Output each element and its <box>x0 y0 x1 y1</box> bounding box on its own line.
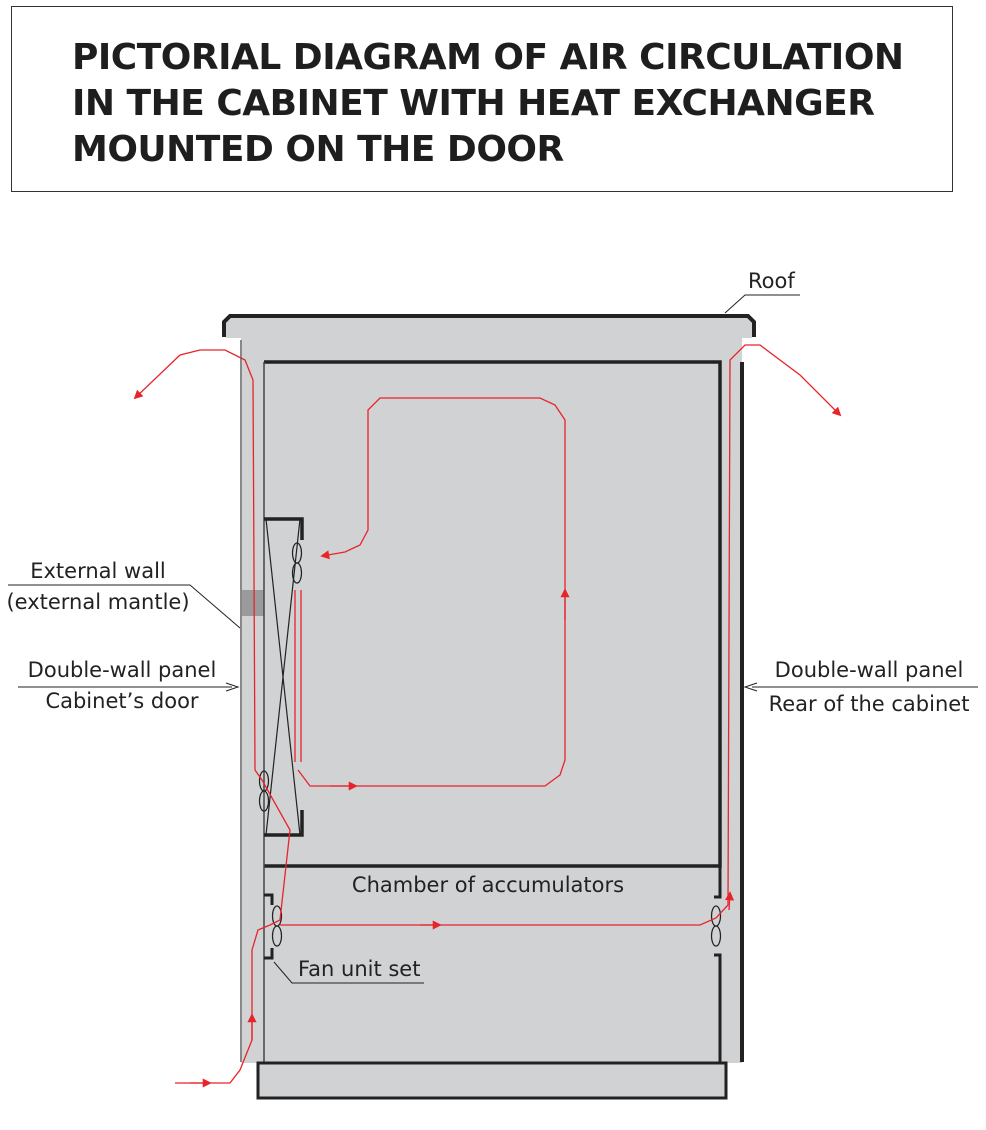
door-arrow <box>225 682 240 692</box>
rear-panel-label: Double-wall panel <box>775 658 964 682</box>
diagram-title: PICTORIAL DIAGRAM OF AIR CIRCULATION IN … <box>72 35 904 173</box>
fan-icon <box>271 905 283 947</box>
external-mantle-hatch <box>242 590 264 616</box>
door-panel-label: Double-wall panel <box>28 658 217 682</box>
airflow-outer-left <box>133 349 291 1084</box>
cabinet-base <box>256 1061 728 1100</box>
roof-fill <box>226 318 752 338</box>
heat-exchanger-cross-2 <box>265 518 301 836</box>
roof <box>222 314 756 337</box>
heat-exchanger-bottom-bracket <box>264 810 304 837</box>
door-label: Cabinet’s door <box>45 689 198 713</box>
roof-leader <box>724 294 800 314</box>
airflow-outer-right <box>280 344 842 926</box>
title-line-3: MOUNTED ON THE DOOR <box>72 129 564 170</box>
fan-leader <box>273 961 424 984</box>
fan-icon <box>710 905 722 947</box>
rear-label: Rear of the cabinet <box>769 692 970 716</box>
fan-icon <box>258 770 270 812</box>
heat-exchanger-top-bracket <box>264 517 304 540</box>
roof-label: Roof <box>748 269 795 293</box>
title-line-1: PICTORIAL DIAGRAM OF AIR CIRCULATION <box>72 37 904 78</box>
airflow-rear-arrow <box>725 891 735 911</box>
fan-unit-label: Fan unit set <box>298 957 420 981</box>
chamber-label: Chamber of accumulators <box>352 873 624 897</box>
external-mantle-label: (external mantle) <box>6 590 189 614</box>
right-fan-bracket <box>714 866 722 1062</box>
fan-icon <box>291 542 303 584</box>
left-fan-bracket <box>264 893 274 960</box>
external-wall-label: External wall <box>30 559 166 583</box>
title-box: PICTORIAL DIAGRAM OF AIR CIRCULATION IN … <box>11 6 953 192</box>
external-wall-leader <box>8 584 241 629</box>
title-line-2: IN THE CABINET WITH HEAT EXCHANGER <box>72 83 875 124</box>
airflow-inner-loop <box>297 397 566 787</box>
rear-arrow <box>743 682 758 692</box>
equipment-chamber <box>264 360 722 868</box>
cabinet-body <box>241 318 742 1063</box>
